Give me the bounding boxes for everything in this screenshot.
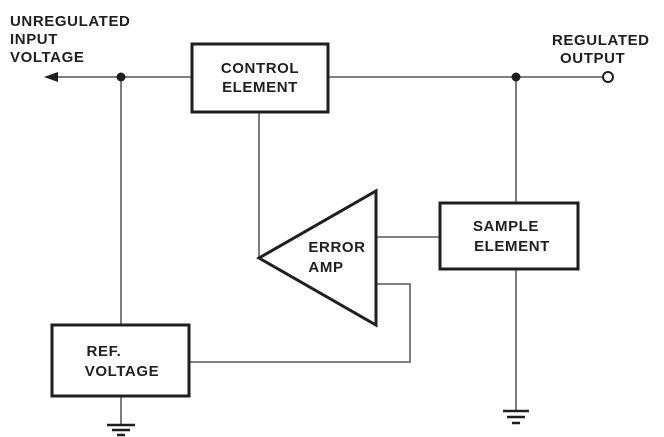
ground-icon-ref	[107, 423, 135, 437]
junction-input-node	[116, 72, 126, 82]
sample-element-box	[438, 201, 580, 271]
ref-voltage-label-line1: REF.	[87, 343, 122, 360]
output-label-line1: REGULATED	[552, 32, 650, 49]
sample-element-label-line2: ELEMENT	[474, 238, 550, 255]
output-terminal-icon	[602, 71, 614, 83]
junction-output-node	[511, 72, 521, 82]
input-arrow-icon	[44, 72, 58, 82]
control-element-box	[190, 42, 330, 114]
wire-ref-to-amp	[189, 283, 411, 363]
output-label-line2: OUTPUT	[560, 50, 625, 67]
ref-voltage-label-line2: VOLTAGE	[85, 363, 159, 380]
error-amp-triangle	[255, 188, 378, 328]
error-amp-label-line1: ERROR	[308, 239, 365, 256]
ground-icon-sample	[503, 409, 529, 425]
error-amp-label-line2: AMP	[308, 259, 343, 276]
input-label-line3: VOLTAGE	[10, 49, 84, 66]
ref-voltage-box	[50, 323, 191, 398]
input-label-line2: INPUT	[10, 31, 58, 48]
wires	[52, 76, 604, 425]
input-label-line1: UNREGULATED	[10, 13, 130, 30]
control-element-label-line2: ELEMENT	[222, 79, 298, 96]
control-element-label-line1: CONTROL	[221, 60, 299, 77]
sample-element-label-line1: SAMPLE	[473, 218, 539, 235]
